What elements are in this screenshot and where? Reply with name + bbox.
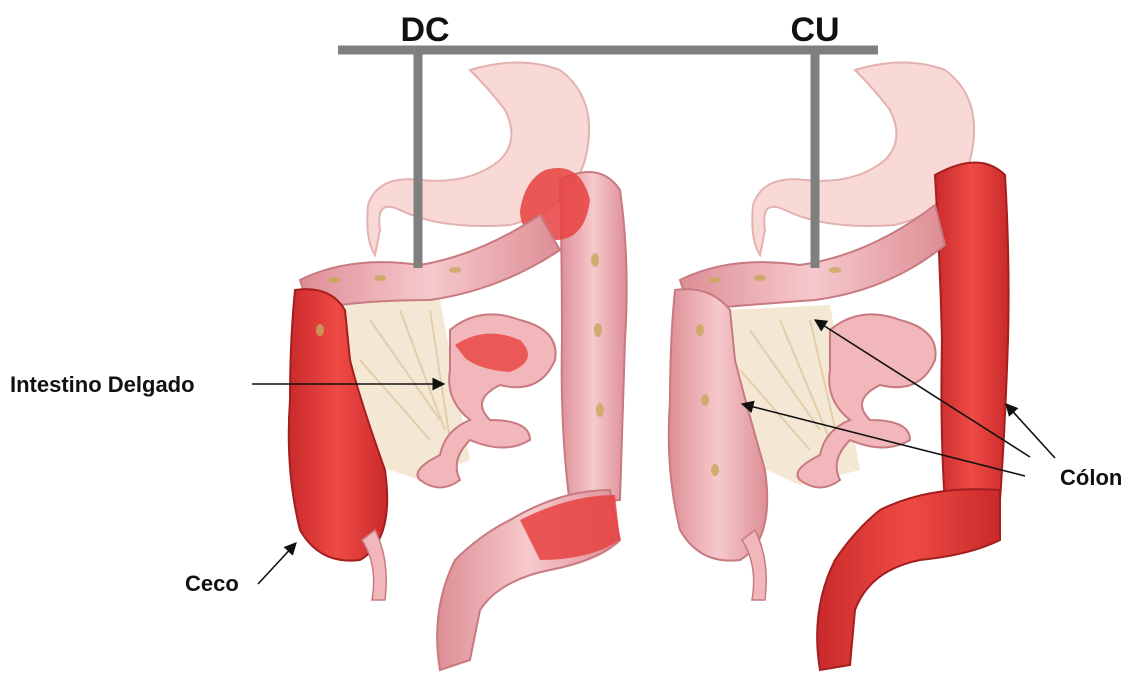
dc-label: DC: [400, 11, 449, 49]
colon-arrow-descending: [1006, 404, 1055, 458]
rectum-right: [817, 489, 1000, 670]
transverse-colon-left: [300, 215, 560, 310]
cecum-arrow: [258, 543, 296, 584]
cu-label: CU: [790, 11, 839, 49]
small-intestine-label: Intestino Delgado: [10, 372, 195, 397]
colon-label: Cólon: [1060, 465, 1122, 490]
ulcerative-colitis-illustration: [669, 63, 1009, 671]
descending-colon-right: [935, 163, 1009, 506]
crohns-illustration: [289, 63, 627, 671]
cecum-label: Ceco: [185, 571, 239, 596]
